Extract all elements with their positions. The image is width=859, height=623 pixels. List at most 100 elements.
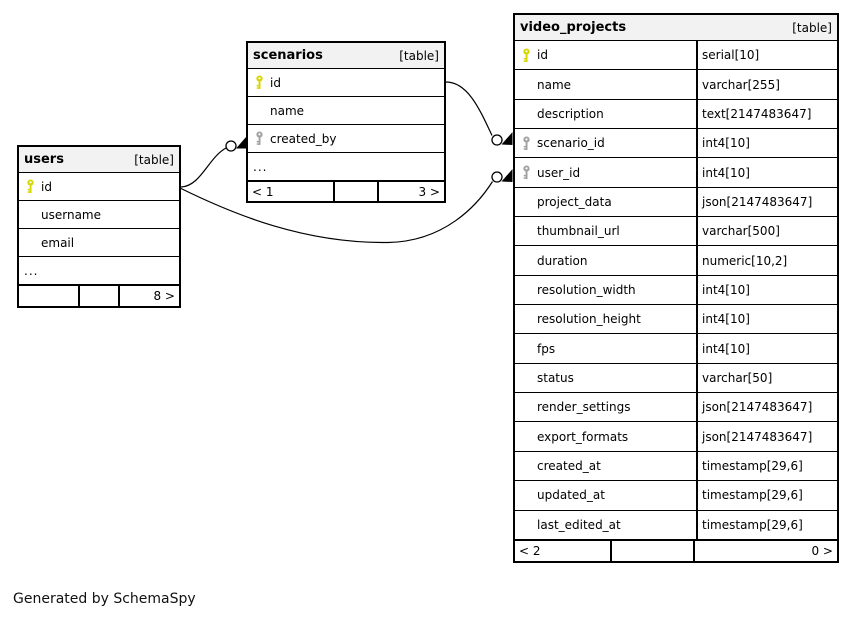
column-type: serial[10] <box>702 48 760 63</box>
relationship-users-id-to-video-projects-user-id <box>180 169 513 244</box>
column-name: export_formats <box>537 429 629 444</box>
column-name-cell: status <box>515 363 698 393</box>
column-name: last_edited_at <box>537 517 621 532</box>
column-rows: id name created_by... <box>248 69 444 181</box>
column-name: resolution_width <box>537 282 636 297</box>
table-users[interactable]: users [table] id username email... 8 > <box>17 145 181 308</box>
foreign-key-icon <box>515 136 537 151</box>
column-name-cell: created_at <box>515 451 698 481</box>
column-name-cell: scenario_id <box>515 129 698 158</box>
column-name: id <box>41 179 52 194</box>
column-rows: id username email... <box>19 173 179 285</box>
column-row-description: description text[2147483647] <box>515 99 837 130</box>
primary-key-icon <box>515 48 537 63</box>
footer-parent-count <box>19 286 80 306</box>
column-row-thumbnail_url: thumbnail_url varchar[500] <box>515 217 837 247</box>
column-row-email: email <box>19 229 179 257</box>
column-name: fps <box>537 341 556 356</box>
column-name-cell: ... <box>248 153 444 180</box>
table-type-badge: [table] <box>134 152 174 167</box>
column-name-cell: fps <box>515 334 698 363</box>
table-header: video_projects [table] <box>515 15 837 41</box>
table-name[interactable]: scenarios <box>253 48 323 63</box>
column-name-cell: email <box>19 229 179 256</box>
column-type: int4[10] <box>702 165 750 180</box>
table-name[interactable]: users <box>24 152 64 167</box>
column-row-more: ... <box>19 257 179 285</box>
column-name-cell: name <box>515 70 698 99</box>
column-row-more: ... <box>248 153 444 181</box>
table-header: scenarios [table] <box>248 43 444 69</box>
foreign-key-icon <box>515 165 537 180</box>
column-name: email <box>41 235 75 250</box>
table-scenarios[interactable]: scenarios [table] id name created_by... < … <box>246 41 446 203</box>
column-name: project_data <box>537 194 612 209</box>
column-type: varchar[255] <box>702 77 780 92</box>
relationship-curve <box>180 147 227 188</box>
column-name: id <box>537 48 548 63</box>
relationship-curve <box>180 181 494 244</box>
column-name-cell: name <box>248 97 444 124</box>
primary-key-icon <box>19 179 41 194</box>
column-type: timestamp[29,6] <box>702 488 803 503</box>
column-name-cell: created_by <box>248 125 444 152</box>
column-name-cell: resolution_width <box>515 275 698 305</box>
crow-arrowhead <box>501 169 513 182</box>
column-name: thumbnail_url <box>537 224 620 239</box>
relationship-users-id-to-scenarios-created-by <box>180 136 247 188</box>
column-name-cell: thumbnail_url <box>515 217 698 246</box>
table-footer: < 2 0 > <box>515 539 837 561</box>
relationship-scenarios-id-to-video-projects-scenario-id <box>445 81 513 146</box>
table-header: users [table] <box>19 147 179 173</box>
column-row-resolution_height: resolution_height int4[10] <box>515 305 837 335</box>
column-name-cell: export_formats <box>515 422 698 451</box>
column-name: username <box>41 207 101 222</box>
column-name: status <box>537 370 574 385</box>
footer-middle-cell <box>80 286 120 306</box>
column-name-cell: duration <box>515 246 698 275</box>
column-type: varchar[500] <box>702 224 780 239</box>
column-name-cell: id <box>248 69 444 96</box>
table-type-badge: [table] <box>792 20 832 35</box>
column-row-scenario_id: scenario_id int4[10] <box>515 129 837 159</box>
column-type: json[2147483647] <box>702 400 813 415</box>
column-type: json[2147483647] <box>702 194 813 209</box>
column-name: name <box>270 103 305 118</box>
column-name: updated_at <box>537 488 605 503</box>
foreign-key-icon <box>248 131 270 146</box>
cardinality-circle <box>225 140 237 152</box>
table-footer: < 1 3 > <box>248 181 444 201</box>
table-footer: 8 > <box>19 285 179 306</box>
column-row-project_data: project_data json[2147483647] <box>515 187 837 218</box>
column-type: int4[10] <box>702 136 750 151</box>
column-name-cell: ... <box>19 257 179 284</box>
column-name: resolution_height <box>537 312 641 327</box>
table-name[interactable]: video_projects <box>520 20 627 35</box>
column-type: text[2147483647] <box>702 106 812 121</box>
table-type-badge: [table] <box>399 48 439 63</box>
column-name: name <box>537 77 572 92</box>
column-name-cell: project_data <box>515 187 698 217</box>
table-video-projects[interactable]: video_projects [table] id serial[10] name v… <box>513 13 839 563</box>
column-name: duration <box>537 253 588 268</box>
generated-by-note: Generated by SchemaSpy <box>13 591 196 607</box>
column-row-name: name <box>248 97 444 125</box>
crow-arrowhead <box>501 132 513 145</box>
column-name: created_by <box>270 131 337 146</box>
column-type: int4[10] <box>702 312 750 327</box>
column-row-username: username <box>19 201 179 229</box>
column-name-cell: user_id <box>515 158 698 187</box>
footer-child-count: 8 > <box>153 289 175 303</box>
primary-key-icon <box>248 75 270 90</box>
column-name: description <box>537 106 604 121</box>
column-type: timestamp[29,6] <box>702 458 803 473</box>
cardinality-circle <box>491 134 503 146</box>
column-name: ... <box>253 159 268 174</box>
